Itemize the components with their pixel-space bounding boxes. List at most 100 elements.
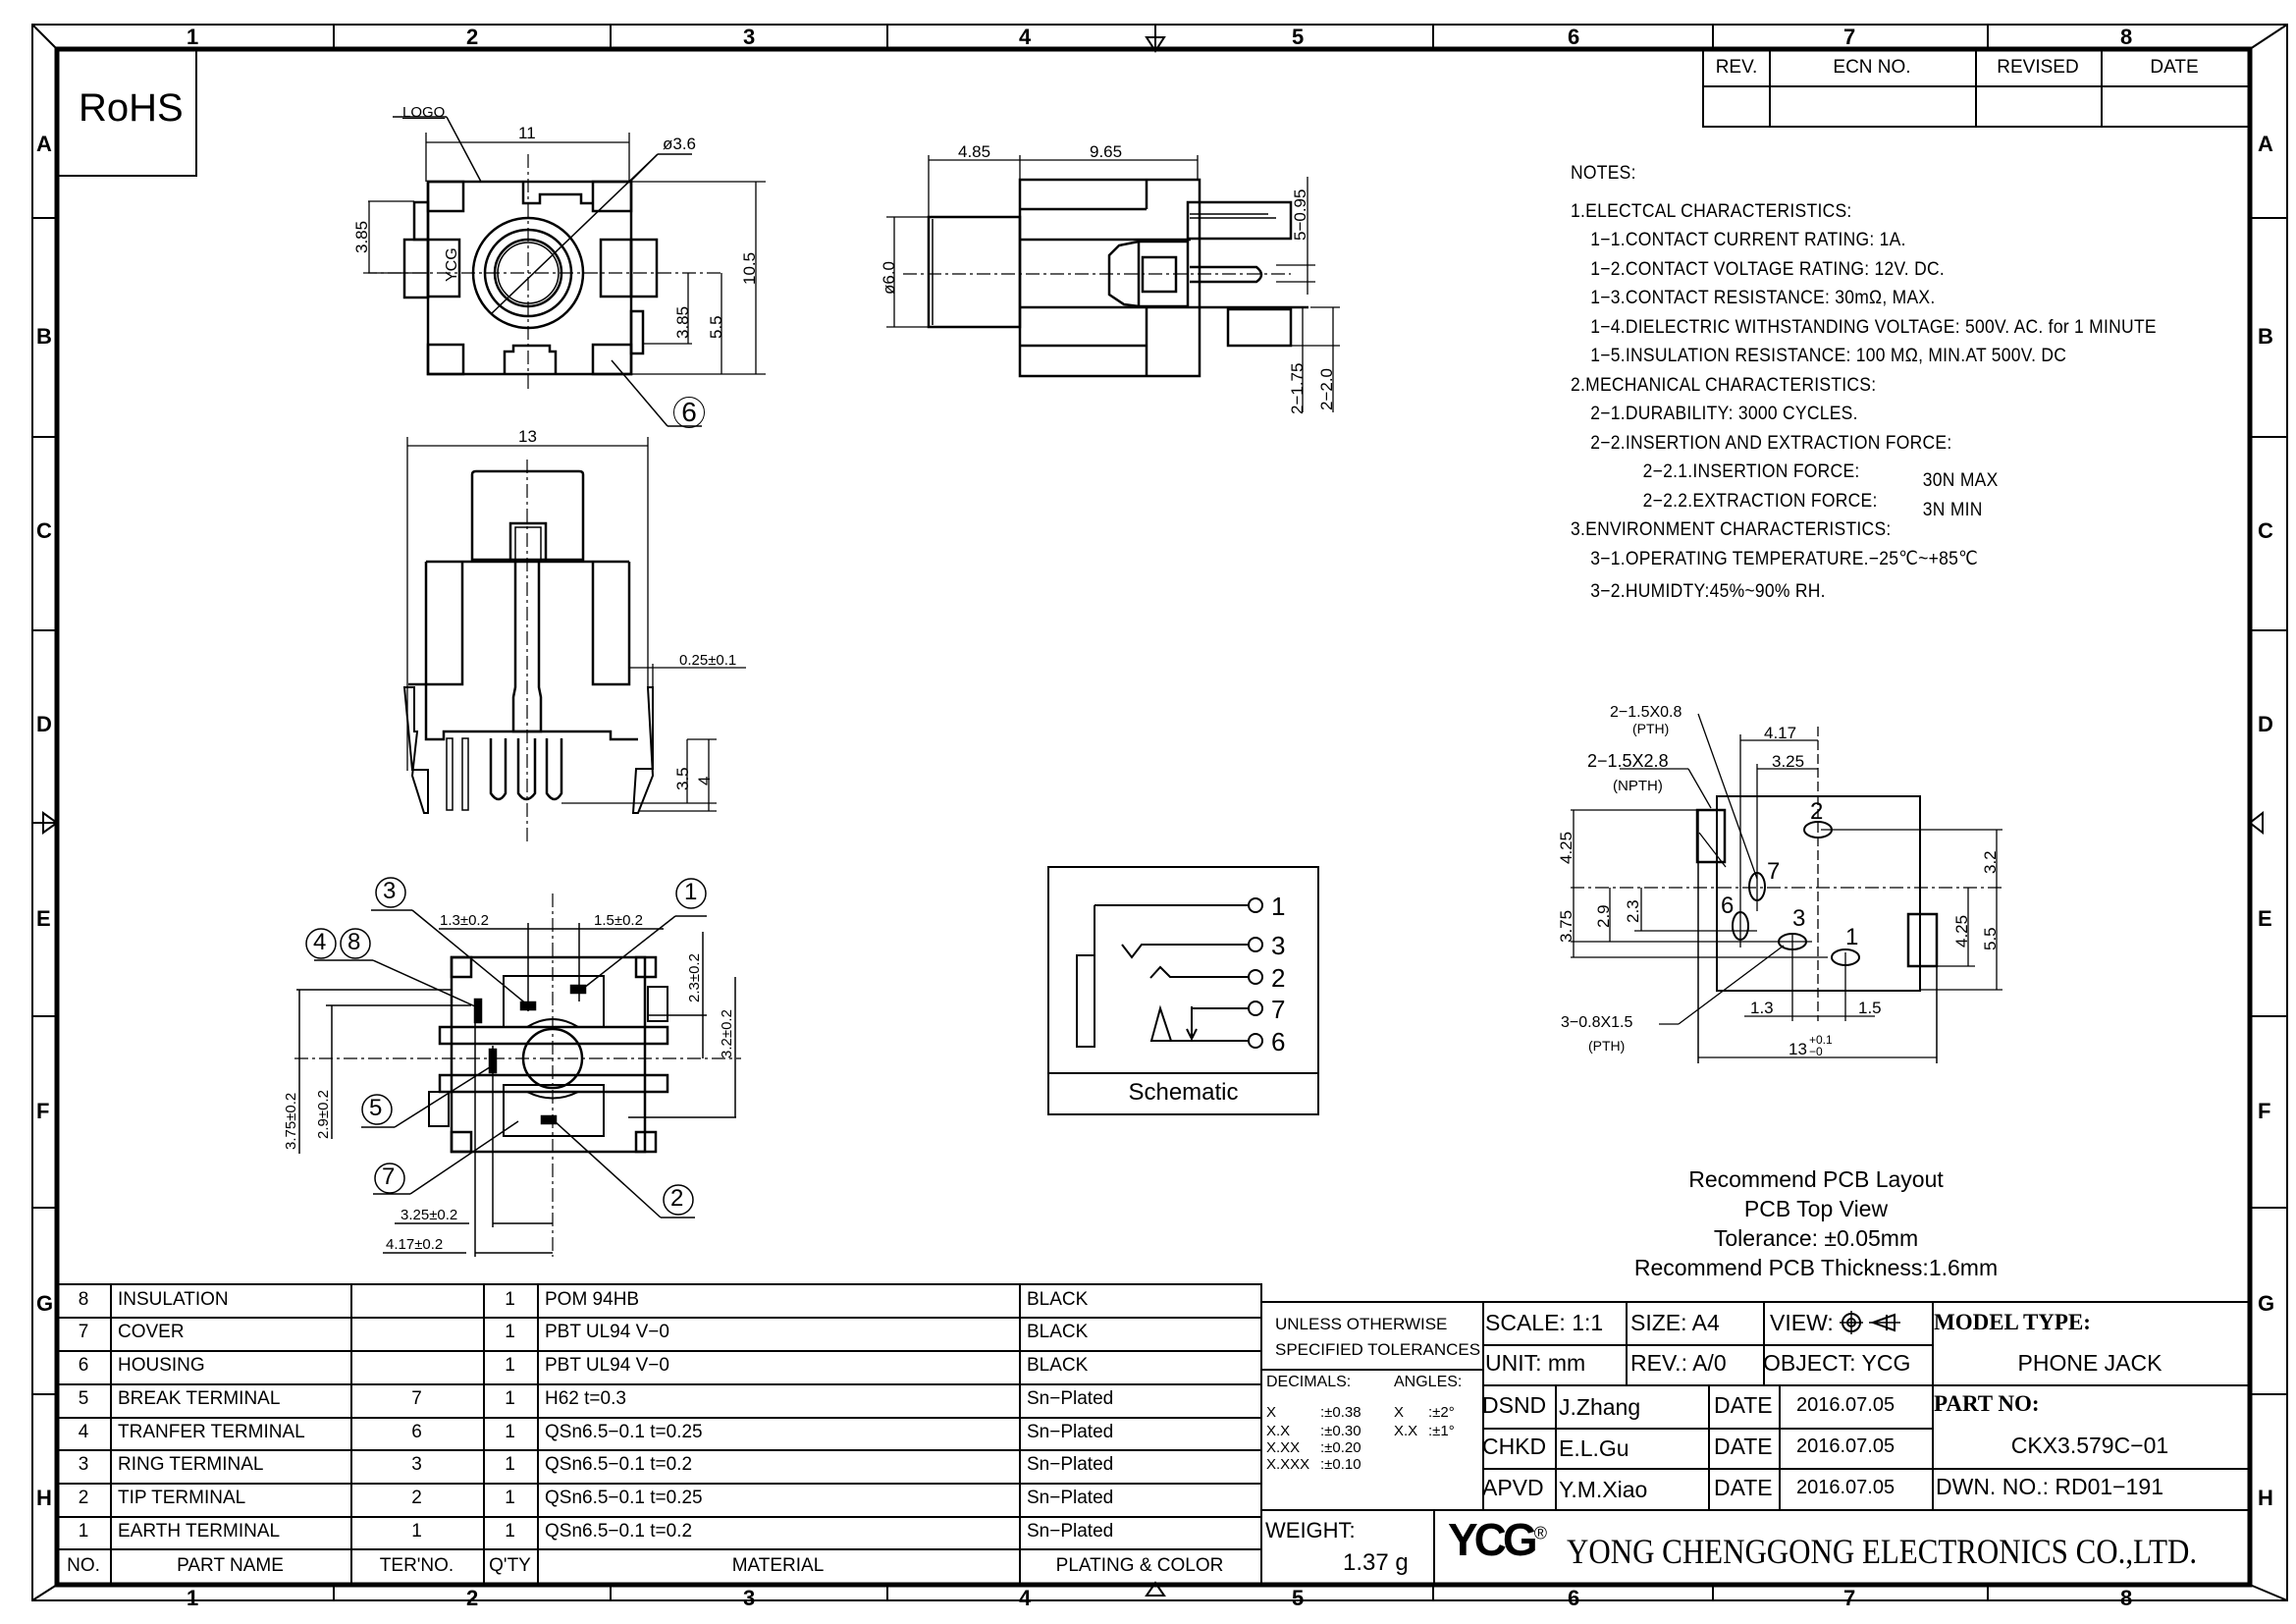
- bom-cell-material: QSn6.5−0.1 t=0.25: [545, 1422, 703, 1442]
- logo-callout: LOGO: [402, 104, 446, 121]
- bom-header-part-name: PART NAME: [177, 1555, 284, 1576]
- zone-row-d: D: [36, 712, 52, 736]
- zone-col-8: 8: [2120, 25, 2133, 49]
- pcb-caption-line: PCB Top View: [1743, 1196, 1889, 1221]
- name-chkd: E.L.Gu: [1559, 1435, 1629, 1461]
- third-angle-projection-icon: [1839, 1311, 1900, 1334]
- dim-2-3: 2.3±0.2: [686, 953, 703, 1002]
- balloon-2: 2: [670, 1185, 684, 1212]
- note-line: 1−1.CONTACT CURRENT RATING: 1A.: [1590, 230, 1906, 250]
- dim-3-25: 3.25±0.2: [400, 1207, 458, 1223]
- date-label-chkd: DATE: [1714, 1433, 1773, 1459]
- schematic-pin-2: 2: [1271, 963, 1286, 993]
- note-line: 3−1.OPERATING TEMPERATURE.−25℃~+85℃: [1590, 548, 1979, 569]
- role-dsnd: DSND: [1482, 1391, 1547, 1418]
- dim-right-3-85: 3.85: [673, 305, 692, 339]
- bom-cell-plating: Sn−Plated: [1027, 1388, 1114, 1409]
- zone-row-h: H: [36, 1486, 52, 1510]
- bom-cell-part: BREAK TERMINAL: [118, 1388, 281, 1409]
- notes-title: NOTES:: [1571, 163, 1636, 184]
- bom-header-material: MATERIAL: [731, 1555, 825, 1576]
- date-chkd: 2016.07.05: [1796, 1435, 1896, 1457]
- rev-header-revised: REVISED: [1997, 56, 2079, 78]
- schematic-pin-6: 6: [1271, 1027, 1286, 1056]
- bom-cell-plating: Sn−Plated: [1027, 1488, 1114, 1508]
- balloon-8: 8: [347, 929, 361, 955]
- rohs-label: RoHS: [79, 86, 184, 130]
- pcb-pin-3: 3: [1792, 905, 1806, 932]
- zone-col-1-bottom: 1: [187, 1586, 199, 1610]
- bom-cell-material: PBT UL94 V−0: [545, 1355, 669, 1376]
- dim-pins-5-0-95: 5−0.95: [1291, 189, 1309, 241]
- decimals-x: X: [1266, 1404, 1277, 1421]
- bom-cell-part: INSULATION: [118, 1289, 229, 1310]
- zone-col-8-bottom: 8: [2120, 1586, 2133, 1610]
- registered-mark-icon: ®: [1533, 1523, 1547, 1543]
- bom-header-no: NO.: [67, 1555, 100, 1576]
- title-block: [1260, 1301, 2250, 1587]
- dim-top-width-13: 13: [518, 427, 537, 446]
- zone-col-6-bottom: 6: [1568, 1586, 1580, 1610]
- date-label-dsnd: DATE: [1714, 1391, 1773, 1418]
- balloon-1: 1: [684, 879, 698, 905]
- ycg-logo-mark: YCG: [444, 247, 460, 282]
- bom-cell-part: TRANFER TERMINAL: [118, 1422, 305, 1442]
- bom-cell-no: 1: [78, 1521, 89, 1542]
- bom-cell-ter: 7: [411, 1388, 422, 1409]
- zone-row-b: B: [36, 324, 52, 349]
- bom-cell-part: TIP TERMINAL: [118, 1488, 246, 1508]
- bom-cell-material: POM 94HB: [545, 1289, 640, 1310]
- angles-xx-tol: :±1°: [1428, 1423, 1455, 1439]
- bom-cell-plating: Sn−Plated: [1027, 1422, 1114, 1442]
- zone-col-2-bottom: 2: [466, 1586, 479, 1610]
- bom-header-plating: PLATING & COLOR: [1055, 1555, 1224, 1576]
- callout-pth-1-5x0-8: 2−1.5X0.8: [1610, 704, 1682, 721]
- decimals-xxxx-tol: :±0.10: [1320, 1456, 1362, 1473]
- bom-cell-material: QSn6.5−0.1 t=0.2: [545, 1521, 693, 1542]
- bom-cell-plating: BLACK: [1027, 1355, 1089, 1376]
- bom-cell-material: QSn6.5−0.1 t=0.25: [545, 1488, 703, 1508]
- scale-field: SCALE: 1:1: [1485, 1309, 1604, 1335]
- notes-block: NOTES: 1.ELECTCAL CHARACTERISTICS: 1−1.C…: [1571, 159, 2157, 607]
- role-chkd: CHKD: [1482, 1433, 1547, 1459]
- dim-2-9: 2.9±0.2: [315, 1090, 332, 1139]
- dim-diameter-6: ø6.0: [880, 260, 898, 295]
- schematic-pin-3: 3: [1271, 931, 1286, 960]
- angles-x-tol: :±2°: [1428, 1404, 1455, 1421]
- date-apvd: 2016.07.05: [1796, 1476, 1896, 1498]
- dim-clearance: 0.25±0.1: [679, 652, 737, 669]
- zone-row-g-right: G: [2258, 1291, 2275, 1316]
- decimals-xxxx: X.XXX: [1266, 1456, 1310, 1473]
- view-field: VIEW:: [1770, 1303, 1902, 1342]
- dim-13: 13: [1789, 1040, 1807, 1058]
- dim-tab-2-2-0: 2−2.0: [1317, 367, 1336, 410]
- bom-cell-material: PBT UL94 V−0: [545, 1322, 669, 1342]
- balloon-3: 3: [383, 878, 397, 904]
- dim-1-3: 1.3: [1750, 999, 1774, 1017]
- revision-table: REV. ECN NO. REVISED DATE: [1702, 49, 2250, 128]
- part-no-value: CKX3.579C−01: [2010, 1432, 2169, 1458]
- decimals-label: DECIMALS:: [1266, 1374, 1352, 1390]
- view-label: VIEW:: [1770, 1309, 1834, 1335]
- dim-3-75: 3.75: [1557, 909, 1575, 943]
- zone-col-3-bottom: 3: [743, 1586, 756, 1610]
- bom-cell-ter: 2: [411, 1488, 422, 1508]
- pcb-caption-line: Recommend PCB Layout: [1688, 1166, 1944, 1192]
- date-dsnd: 2016.07.05: [1796, 1393, 1896, 1416]
- zone-row-h-right: H: [2258, 1486, 2273, 1510]
- note-line: 2−2.1.INSERTION FORCE: 30N MAX: [1571, 458, 2157, 491]
- zone-col-1: 1: [187, 25, 199, 49]
- zone-col-5-bottom: 5: [1292, 1586, 1305, 1610]
- dim-width-11: 11: [518, 124, 536, 142]
- angles-label: ANGLES:: [1394, 1374, 1463, 1390]
- pcb-pin-1: 1: [1845, 924, 1859, 950]
- rohs-box: RoHS: [57, 49, 197, 177]
- dim-3-25: 3.25: [1772, 752, 1805, 771]
- schematic-pin-1: 1: [1271, 892, 1286, 921]
- zone-col-5: 5: [1292, 25, 1305, 49]
- bom-cell-plating: Sn−Plated: [1027, 1454, 1114, 1475]
- weight-label: WEIGHT:: [1265, 1518, 1356, 1543]
- pcb-caption-line: Recommend PCB Thickness:1.6mm: [1633, 1255, 1999, 1280]
- pcb-caption-line: Tolerance: ±0.05mm: [1713, 1225, 1919, 1251]
- callout-pth-sub: (PTH): [1632, 721, 1670, 736]
